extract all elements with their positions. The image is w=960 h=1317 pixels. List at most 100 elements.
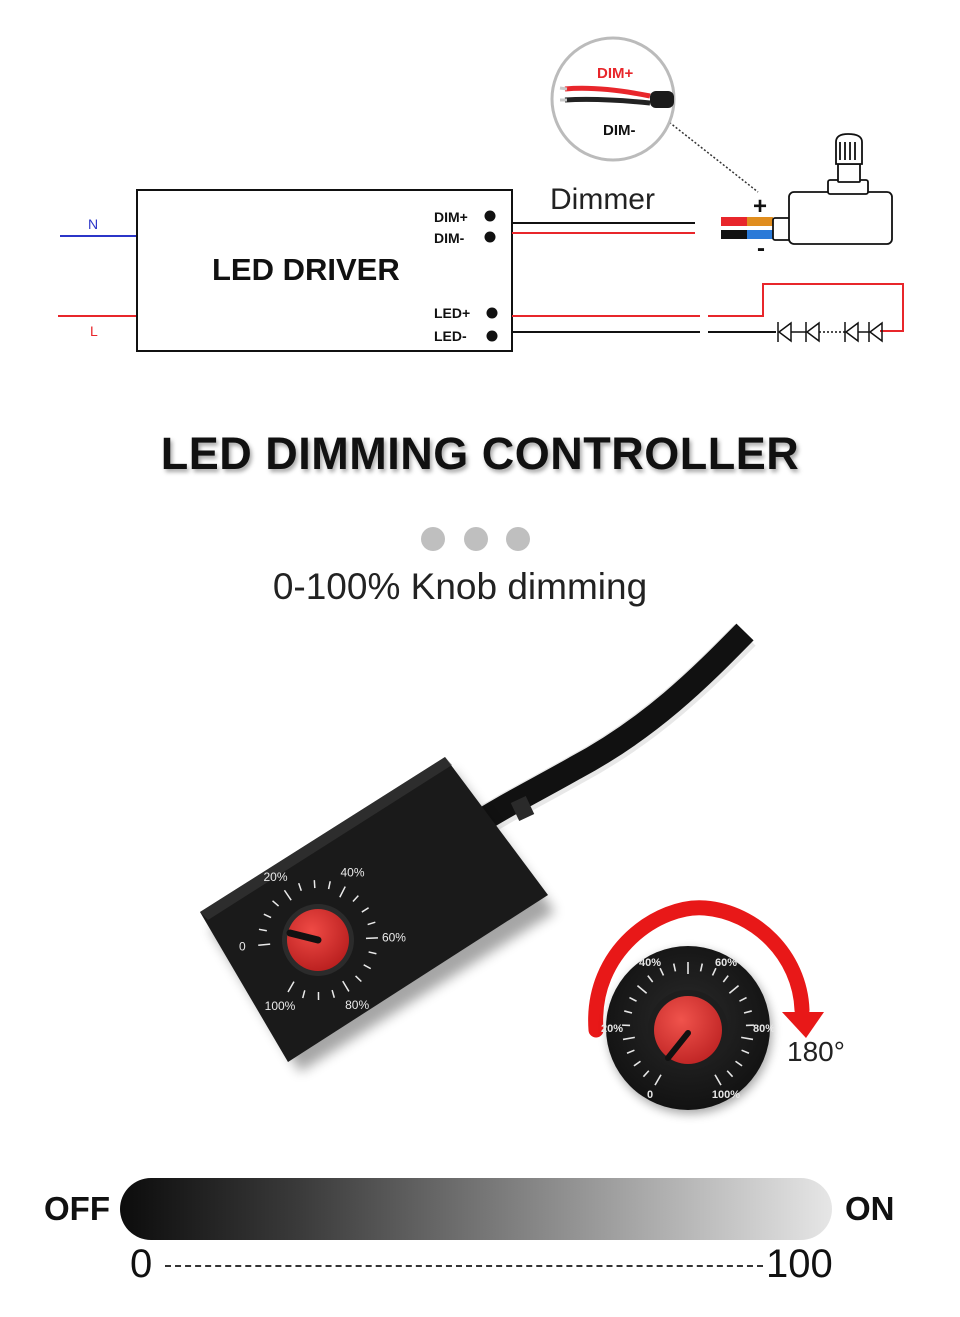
scale-max-label: 100 [766,1242,833,1286]
dial-tick [258,943,271,946]
dial-tick [258,928,267,932]
plus-sign: + [753,193,767,220]
orange-wire-plug [747,217,773,226]
rotation-arrow-icon [588,900,810,1038]
closeup-knob-pointer [665,1030,691,1061]
on-label: ON [845,1190,895,1227]
black-wire-plug [721,230,747,239]
dial-label: 0 [647,1089,653,1101]
live-label: L [90,323,98,339]
dial-tick [342,980,350,992]
dimmer-device-illustration: 020%40%60%80%100% [200,623,756,1072]
dial-tick [368,951,377,955]
dial-tick [298,882,302,892]
dial-tick [728,984,740,994]
blue-wire-plug [747,230,773,239]
dial-tick [339,886,346,898]
wiring-diagram: N L LED DRIVER DIM+ DIM- LED+ LED- Dimme… [58,36,904,352]
led-diode-2-icon [805,321,820,343]
dial-label: 80% [753,1023,775,1035]
dial-label: 20% [263,870,287,884]
device-dial-labels: 020%40%60%80%100% [239,865,406,1013]
dial-tick [672,963,677,972]
dial-label: 80% [345,998,369,1012]
separator-dot [464,527,488,551]
dimmer-label: Dimmer [550,183,655,216]
dimmer-outline-icon [772,133,893,245]
dial-tick [624,1010,633,1014]
neutral-label: N [88,216,98,232]
dial-tick [654,1074,662,1086]
dial-tick [327,881,331,890]
dim-minus-terminal [484,231,496,243]
rotation-arrowhead-icon [782,1012,824,1038]
device-dial-ticks [258,880,378,1001]
zoom-leader-line [659,114,759,193]
cable [463,623,754,839]
dial-tick [622,1036,635,1041]
dial-label: 60% [382,930,406,944]
dial-tick [301,990,306,999]
dial-tick [363,964,372,970]
dim-plus-terminal [484,210,496,222]
zoom-dim-minus-label: DIM- [603,122,636,139]
dial-tick [272,900,280,907]
knob-closeup: 0 20% 40% 60% 80% 100% 180° [588,900,845,1114]
dial-tick [633,1060,641,1067]
dial-tick [714,1074,722,1086]
dial-tick [287,981,295,993]
dial-tick [367,921,376,926]
device-knob-pointer [286,929,322,944]
dial-label: 40% [340,865,364,879]
dial-tick [283,889,292,901]
dial-tick [263,913,272,919]
led-diode-1-icon [777,321,792,343]
led-minus-terminal-label: LED- [434,328,467,344]
separator-dot [421,527,445,551]
driver-label: LED DRIVER [212,252,400,287]
closeup-dial-ticks [622,962,754,1086]
dial-tick [331,989,336,998]
dimmer-device-body [200,757,548,1062]
led-string [777,321,883,343]
dial-tick [659,967,665,976]
closeup-dial-labels: 0 20% 40% 60% 80% 100% [601,957,775,1101]
off-label: OFF [44,1190,110,1227]
dial-label: 20% [601,1023,623,1035]
dial-label: 40% [639,957,661,969]
dial-tick [739,996,747,1002]
dial-tick [629,996,637,1002]
zoom-dim-plus-label: DIM+ [597,65,633,82]
brightness-gradient-bar [120,1178,832,1240]
dial-label: 60% [715,957,737,969]
led-minus-terminal [486,330,498,342]
separator-dot [506,527,530,551]
dial-tick [711,967,717,976]
led-diode-4-icon [868,321,883,343]
dial-label: 100% [712,1089,740,1101]
zoom-cable [559,85,674,108]
separator-dots [421,527,541,551]
dial-tick [735,1060,743,1067]
dial-tick [743,1010,752,1014]
rotation-angle-label: 180° [787,1036,845,1067]
dial-tick [722,975,729,983]
dial-tick [647,975,654,983]
scale-dashed-line [165,1265,763,1267]
dial-tick [741,1049,750,1054]
dial-tick [626,1049,635,1054]
dial-label: 0 [239,940,246,954]
minus-sign: - [757,235,765,262]
dial-tick [699,963,704,972]
led-driver-box [136,189,513,352]
dial-tick [636,984,648,994]
led-plus-terminal-label: LED+ [434,305,470,321]
dial-tick [642,1070,650,1078]
dial-tick [741,1036,754,1041]
dial-tick [361,907,370,913]
led-plus-terminal [486,307,498,319]
led-positive-return-wire [708,283,904,332]
red-wire-plug [721,217,747,226]
scale-min-label: 0 [130,1242,153,1286]
page-title: LED DIMMING CONTROLLER [160,428,800,479]
